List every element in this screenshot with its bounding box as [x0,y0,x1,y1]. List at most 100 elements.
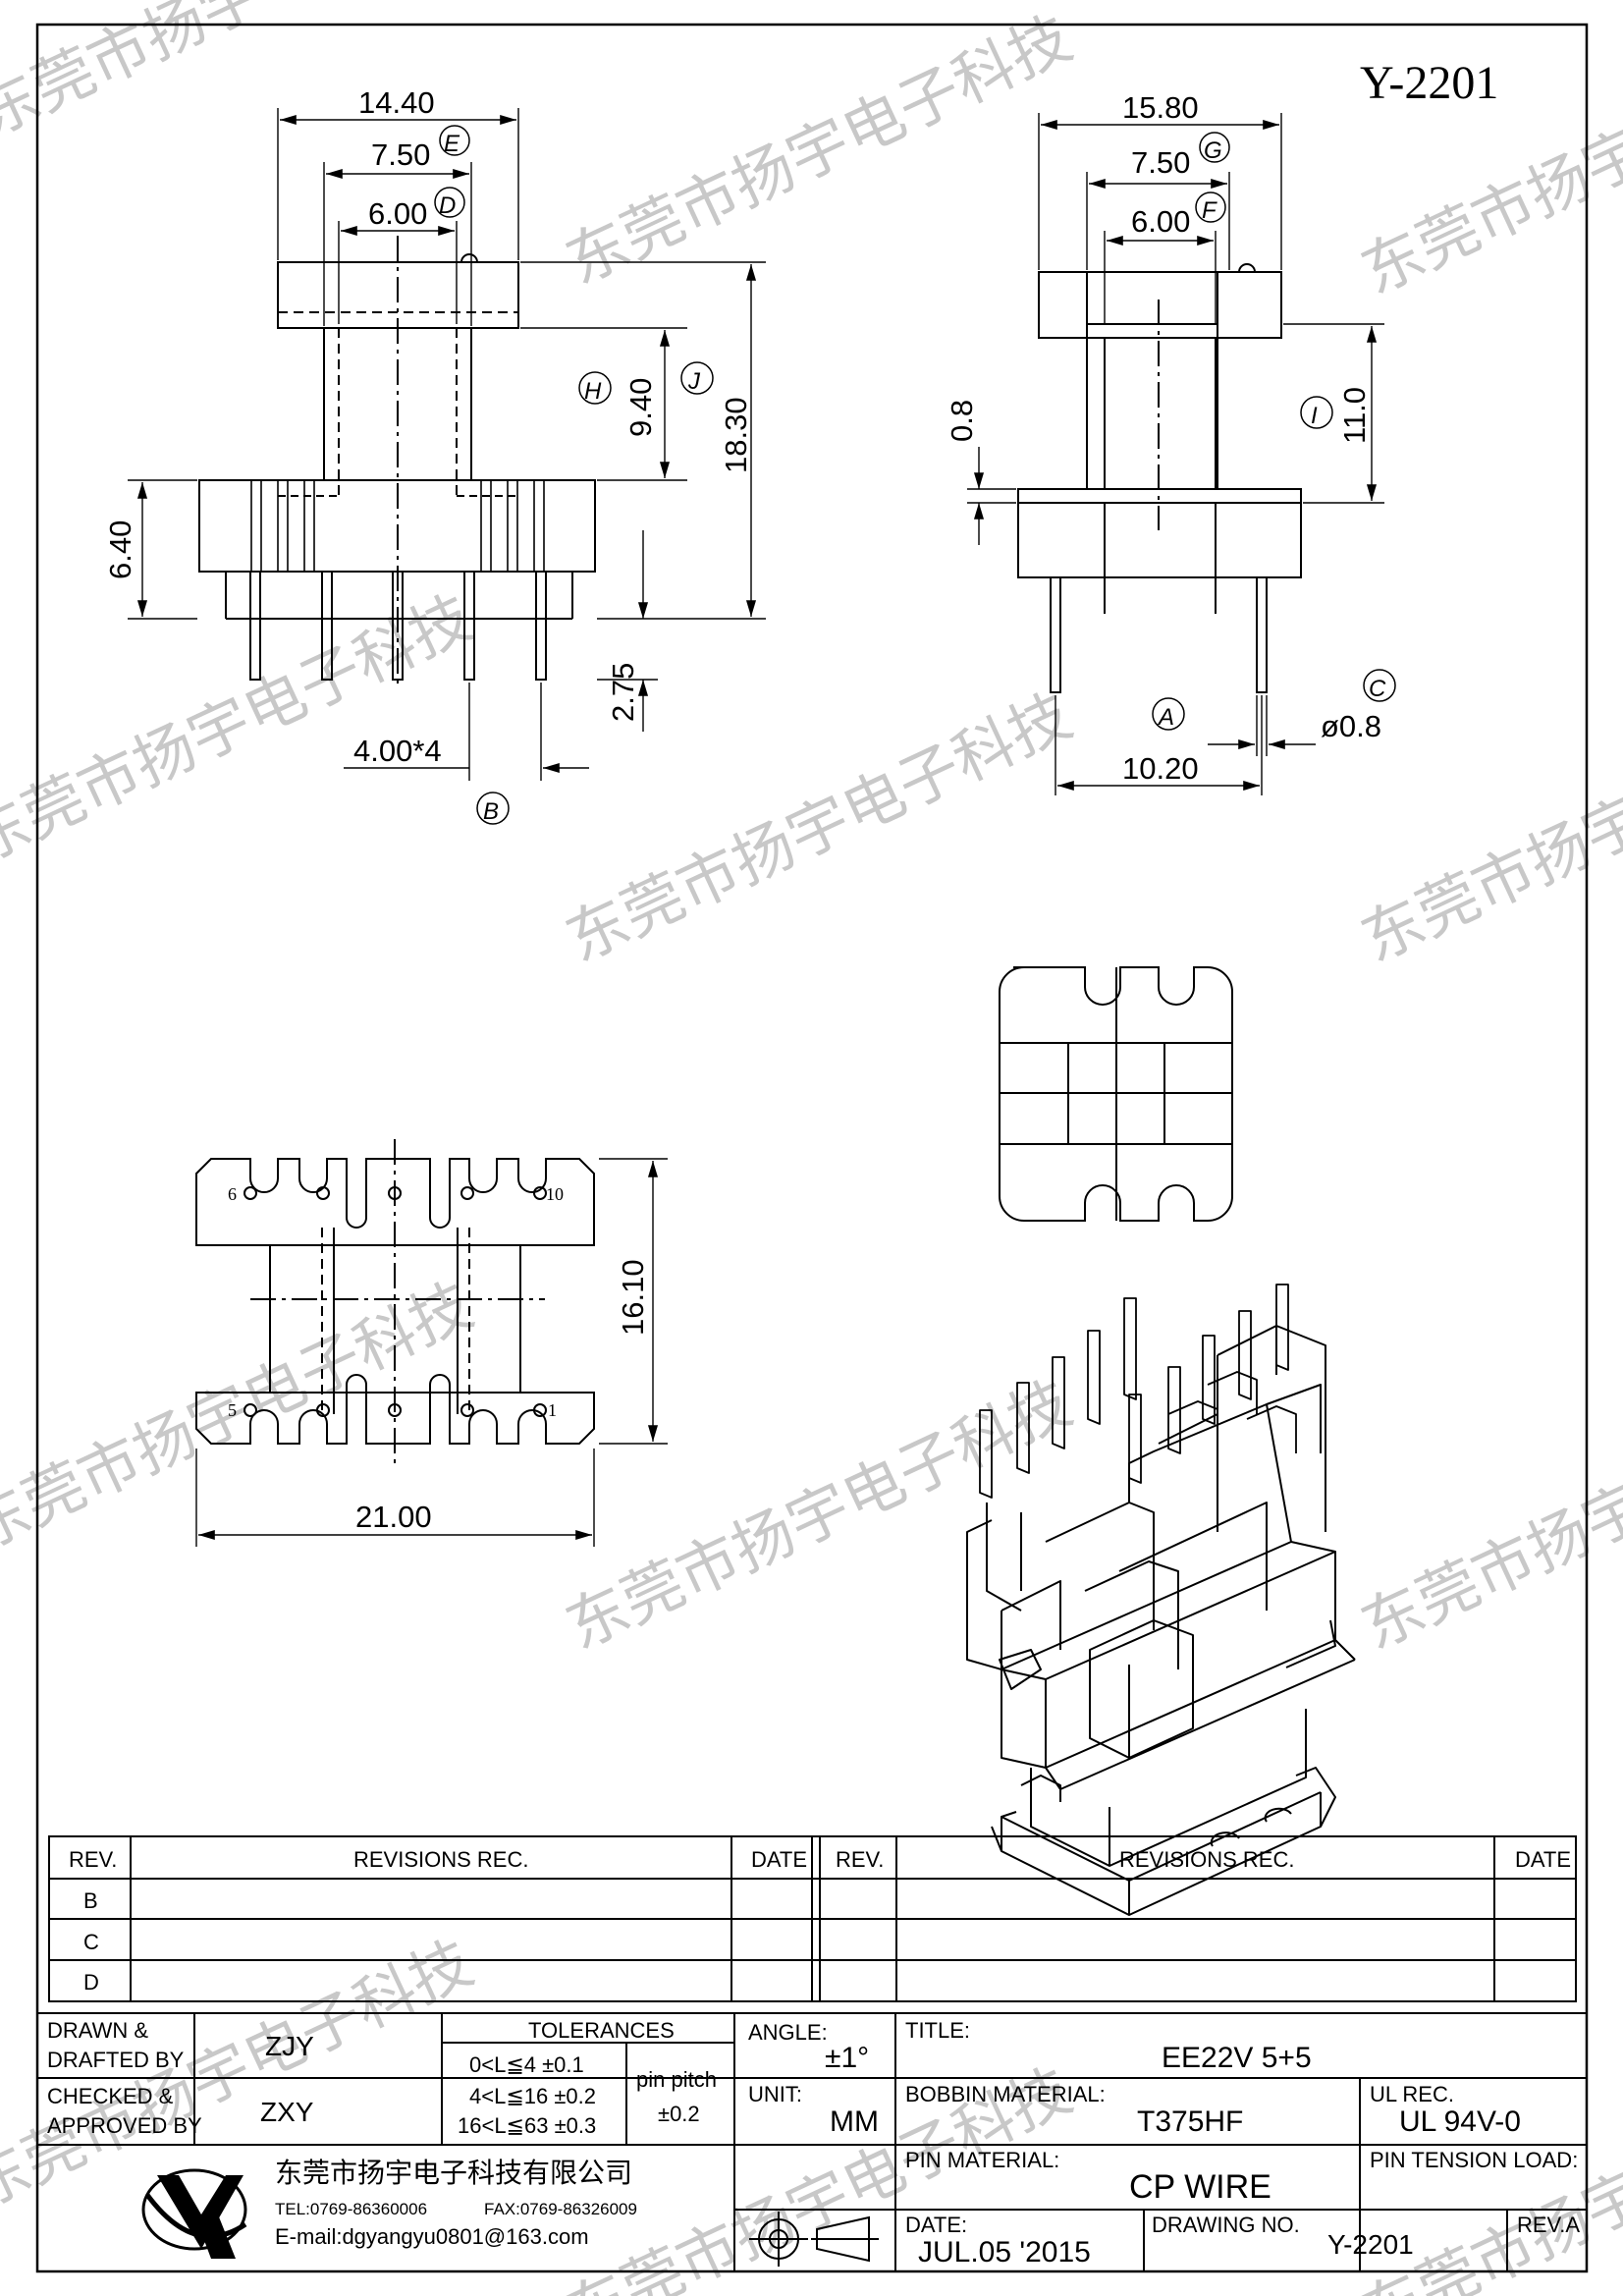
date-header: DATE [751,1847,807,1872]
svg-text:东莞市扬宇电子科技: 东莞市扬宇电子科技 [0,581,483,878]
svg-text:9.40: 9.40 [623,378,658,437]
svg-text:7.50: 7.50 [371,137,430,172]
svg-text:0.8: 0.8 [945,400,979,442]
ul-rec-label: UL REC. [1370,2082,1454,2106]
svg-text:F: F [1202,197,1217,224]
svg-text:16.10: 16.10 [616,1259,650,1336]
svg-text:B: B [483,798,499,825]
svg-text:21.00: 21.00 [355,1500,432,1534]
svg-text:东莞市扬宇电子科技: 东莞市扬宇电子科技 [0,0,493,151]
drawn-label-line1: DRAWN & [47,2018,148,2043]
svg-text:G: G [1204,137,1222,164]
title-block-text: DRAWN & DRAFTED BY CHECKED & APPROVED BY… [47,2018,1580,2269]
front-view-labels: 14.40 7.50 E 6.00 D 9.40 H 18.30 J 6.40 … [103,85,753,825]
side-view [1017,263,1302,693]
checked-by: ZXY [260,2097,314,2127]
svg-text:C: C [1369,676,1386,702]
svg-text:东莞市扬宇电子科技: 东莞市扬宇电子科技 [1350,12,1623,308]
checked-label-line1: CHECKED & [47,2084,174,2108]
title-label: TITLE: [905,2018,970,2043]
svg-text:6.00: 6.00 [368,196,427,231]
unit-label: UNIT: [748,2082,802,2106]
pin-pitch-label: pin pitch [636,2067,717,2092]
drawn-by: ZJY [265,2031,314,2061]
svg-text:东莞市扬宇电子科技: 东莞市扬宇电子科技 [1350,680,1623,976]
svg-text:ø0.8: ø0.8 [1321,709,1381,743]
tolerance-row-3: 16<L≦63 ±0.3 [458,2113,596,2138]
company-fax: FAX:0769-86326009 [484,2200,637,2218]
svg-text:10.20: 10.20 [1122,751,1199,786]
drawn-label-line2: DRAFTED BY [47,2048,185,2072]
drawing-number-header: Y-2201 [1360,57,1498,109]
date-value: JUL.05 '2015 [918,2236,1091,2269]
pin-label: 1 [548,1400,557,1420]
checked-label-line2: APPROVED BY [47,2113,202,2138]
date-label: DATE: [905,2213,967,2237]
tolerance-row-2: 4<L≦16 ±0.2 [469,2084,596,2108]
pin-material-value: CP WIRE [1129,2168,1271,2206]
svg-text:4.00*4: 4.00*4 [353,734,442,768]
svg-text:6.40: 6.40 [103,520,137,579]
svg-text:H: H [584,378,602,405]
revisions-rec-header: REVISIONS REC. [353,1847,528,1872]
bottom-view-labels: 6 10 5 1 16.10 21.00 [228,1184,650,1534]
svg-text:15.80: 15.80 [1122,90,1199,125]
title-block [37,2012,1587,2271]
pin-pitch-value: ±0.2 [658,2102,700,2126]
pin-tension-label: PIN TENSION LOAD: [1370,2148,1578,2172]
svg-text:14.40: 14.40 [358,85,435,120]
svg-text:东莞市扬宇电子科技: 东莞市扬宇电子科技 [555,680,1082,976]
revisions-rec-header: REVISIONS REC. [1119,1847,1294,1872]
bottom-view [195,1139,595,1463]
projection-symbol-icon [749,2212,879,2267]
svg-text:7.50: 7.50 [1131,145,1190,180]
svg-text:E: E [444,131,460,157]
pin-label: 10 [546,1184,564,1204]
svg-text:6.00: 6.00 [1131,204,1190,239]
company-tel: TEL:0769-86360006 [275,2200,427,2218]
angle-label: ANGLE: [748,2020,828,2045]
rev-header: REV. [69,1847,117,1872]
drawing-no-value: Y-2201 [1327,2229,1414,2260]
revision-table [48,1835,1577,2002]
angle-value: ±1° [825,2042,869,2074]
svg-text:A: A [1157,704,1174,731]
front-view-dimensions [128,108,766,781]
side-view-dimensions [967,113,1384,795]
svg-text:东莞市扬宇电子科技: 东莞市扬宇电子科技 [1350,1367,1623,1664]
bobbin-material-value: T375HF [1137,2105,1243,2138]
drawing-no-label: DRAWING NO. [1152,2213,1300,2237]
bottom-view-dimensions [195,1158,668,1547]
date-header: DATE [1515,1847,1571,1872]
svg-text:东莞市扬宇电子科技: 东莞市扬宇电子科技 [555,2,1082,299]
isometric-view [966,1284,1356,1916]
tolerance-row-1: 0<L≦4 ±0.1 [469,2052,584,2077]
side-view-labels: 15.80 G 7.50 F 6.00 0.8 11.0 I A C ø0.8 … [945,90,1396,786]
rev-header: REV. [836,1847,884,1872]
unit-value: MM [830,2105,879,2138]
tolerances-label: TOLERANCES [528,2018,675,2043]
rev-row: B [83,1888,98,1913]
rev-row: C [83,1930,99,1954]
svg-text:2.75: 2.75 [606,663,640,722]
company-name: 东莞市扬宇电子科技有限公司 [275,2157,632,2189]
sheet-border [35,23,1589,2273]
revision-label: REV.A [1517,2213,1580,2237]
svg-text:18.30: 18.30 [719,397,753,473]
company-email: E-mail:dgyangyu0801@163.com [275,2224,589,2249]
bobbin-material-label: BOBBIN MATERIAL: [905,2082,1106,2106]
svg-text:11.0: 11.0 [1337,387,1372,444]
ul-rec-value: UL 94V-0 [1399,2105,1521,2138]
top-view [999,966,1233,1222]
pin-label: 6 [228,1184,237,1204]
svg-text:J: J [687,368,701,395]
revision-table-text: REV. REVISIONS REC. DATE REV. REVISIONS … [69,1847,1571,1995]
svg-text:东莞市扬宇电子科技: 东莞市扬宇电子科技 [555,1367,1082,1664]
company-logo [141,2168,247,2259]
title-value: EE22V 5+5 [1162,2042,1312,2074]
svg-text:D: D [439,192,456,219]
pin-label: 5 [228,1400,237,1420]
svg-text:I: I [1311,403,1318,429]
pin-material-label: PIN MATERIAL: [905,2148,1059,2172]
